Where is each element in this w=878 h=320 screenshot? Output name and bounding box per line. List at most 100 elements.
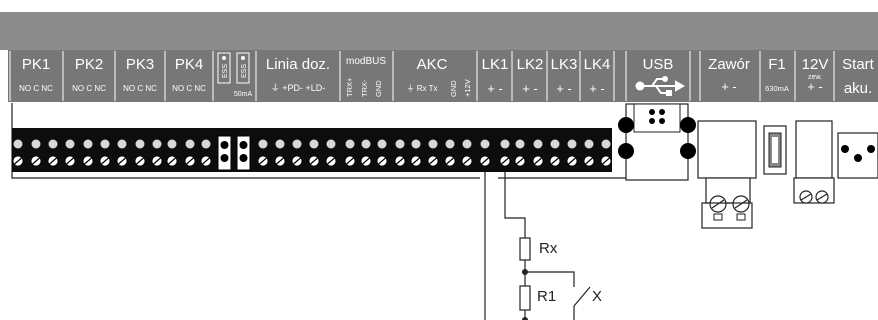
svg-text:ESS: ESS — [241, 64, 248, 78]
header-separators — [9, 51, 835, 101]
pk2-sub: NO C NC — [72, 84, 106, 93]
terminal-screw-top — [428, 139, 438, 149]
terminal-screw-slot — [534, 157, 542, 165]
terminal-screw-slot — [14, 157, 22, 165]
terminal-screw-slot — [551, 157, 559, 165]
terminal-screw-top — [185, 139, 195, 149]
terminal-screw-top — [258, 139, 268, 149]
terminal-screw-top — [411, 139, 421, 149]
terminal-screw-top — [167, 139, 177, 149]
terminal-screws — [12, 139, 612, 167]
fuse-sub: 630mA — [765, 84, 789, 93]
terminal-screw-slot — [412, 157, 420, 165]
start-sub: aku. — [844, 80, 872, 97]
terminal-screw-slot — [463, 157, 471, 165]
terminal-screw-slot — [501, 157, 509, 165]
terminal-screw-top — [567, 139, 577, 149]
terminal-screw-top — [100, 139, 110, 149]
fuse-holder — [763, 125, 787, 175]
jumper-block-b — [236, 135, 251, 171]
terminal-screw-slot — [136, 157, 144, 165]
lk4-sub: + - — [589, 81, 605, 96]
terminal-screw-slot — [327, 157, 335, 165]
terminal-screw-top — [550, 139, 560, 149]
terminal-screw-top — [515, 139, 525, 149]
terminal-screw-slot — [32, 157, 40, 165]
pk3-label: PK3 — [126, 56, 154, 73]
terminal-screw-slot — [259, 157, 267, 165]
zawor-label: Zawór — [708, 56, 750, 73]
terminal-screw-top — [292, 139, 302, 149]
terminal-screw-top — [309, 139, 319, 149]
terminal-screw-slot — [101, 157, 109, 165]
external-circuit — [484, 172, 591, 320]
terminal-screw-top — [533, 139, 543, 149]
valve-connector — [697, 120, 757, 229]
svg-text:ESS: ESS — [222, 64, 229, 78]
terminal-screw-top — [152, 139, 162, 149]
header-label-band — [8, 50, 878, 102]
jumper-ess-a: ESS — [217, 52, 231, 84]
terminal-screw-slot — [118, 157, 126, 165]
terminal-screw-slot — [310, 157, 318, 165]
terminal-screw-top — [83, 139, 93, 149]
power-sub-b: + - — [807, 79, 823, 94]
akc-sub: ⏚ Rx Tx — [407, 84, 438, 93]
start-label: Start — [842, 56, 875, 73]
terminal-screw-slot — [429, 157, 437, 165]
power-sub-a: zew. — [808, 74, 822, 81]
terminal-screw-top — [13, 139, 23, 149]
terminal-screw-slot — [186, 157, 194, 165]
terminal-screw-slot — [362, 157, 370, 165]
terminal-screw-slot — [481, 157, 489, 165]
terminal-screw-top — [361, 139, 371, 149]
modbus-pin-trxm: TRX- — [360, 79, 369, 97]
terminal-screw-top — [395, 139, 405, 149]
start-connector — [837, 132, 878, 179]
usb-label: USB — [643, 56, 674, 73]
lk2-label: LK2 — [517, 56, 544, 73]
resistor-r1-label: R1 — [537, 288, 556, 305]
pk4-sub: NO C NC — [172, 84, 206, 93]
junction-node — [522, 269, 528, 275]
terminal-screw-slot — [66, 157, 74, 165]
terminal-screw-slot — [346, 157, 354, 165]
akc-pin-gnd: GND — [449, 80, 458, 97]
header-top-band — [0, 12, 878, 50]
jumper-block-a — [217, 135, 232, 171]
terminal-screw-slot — [276, 157, 284, 165]
power-label: 12V — [802, 56, 829, 73]
terminal-screw-top — [135, 139, 145, 149]
terminal-screw-slot — [396, 157, 404, 165]
terminal-screw-slot — [49, 157, 57, 165]
terminal-screw-slot — [153, 157, 161, 165]
lk3-sub: + - — [556, 81, 572, 96]
terminal-screw-top — [65, 139, 75, 149]
terminal-screw-slot — [168, 157, 176, 165]
zawor-sub: + - — [721, 79, 737, 94]
terminal-screw-top — [445, 139, 455, 149]
terminal-screw-top — [48, 139, 58, 149]
switch-x-label: X — [592, 288, 602, 305]
terminal-screw-top — [601, 139, 611, 149]
terminal-screw-top — [117, 139, 127, 149]
modbus-pin-trxp: TRX+ — [345, 77, 354, 97]
terminal-screw-slot — [568, 157, 576, 165]
terminal-screw-slot — [446, 157, 454, 165]
resistor-rx-label: Rx — [539, 240, 558, 257]
jumper-current-label: 50mA — [234, 91, 253, 98]
lk3-label: LK3 — [551, 56, 578, 73]
usb-socket — [618, 103, 696, 181]
linia-label: Linia doz. — [266, 56, 330, 73]
junction-node-bottom — [522, 317, 528, 320]
power-connector — [793, 120, 835, 204]
terminal-screw-slot — [84, 157, 92, 165]
modbus-pin-gnd: GND — [374, 80, 383, 97]
lk2-sub: + - — [522, 81, 538, 96]
terminal-screw-top — [377, 139, 387, 149]
fuse-label: F1 — [768, 56, 786, 73]
pk1-sub: NO C NC — [19, 84, 53, 93]
terminal-screw-top — [462, 139, 472, 149]
terminal-screw-top — [480, 139, 490, 149]
